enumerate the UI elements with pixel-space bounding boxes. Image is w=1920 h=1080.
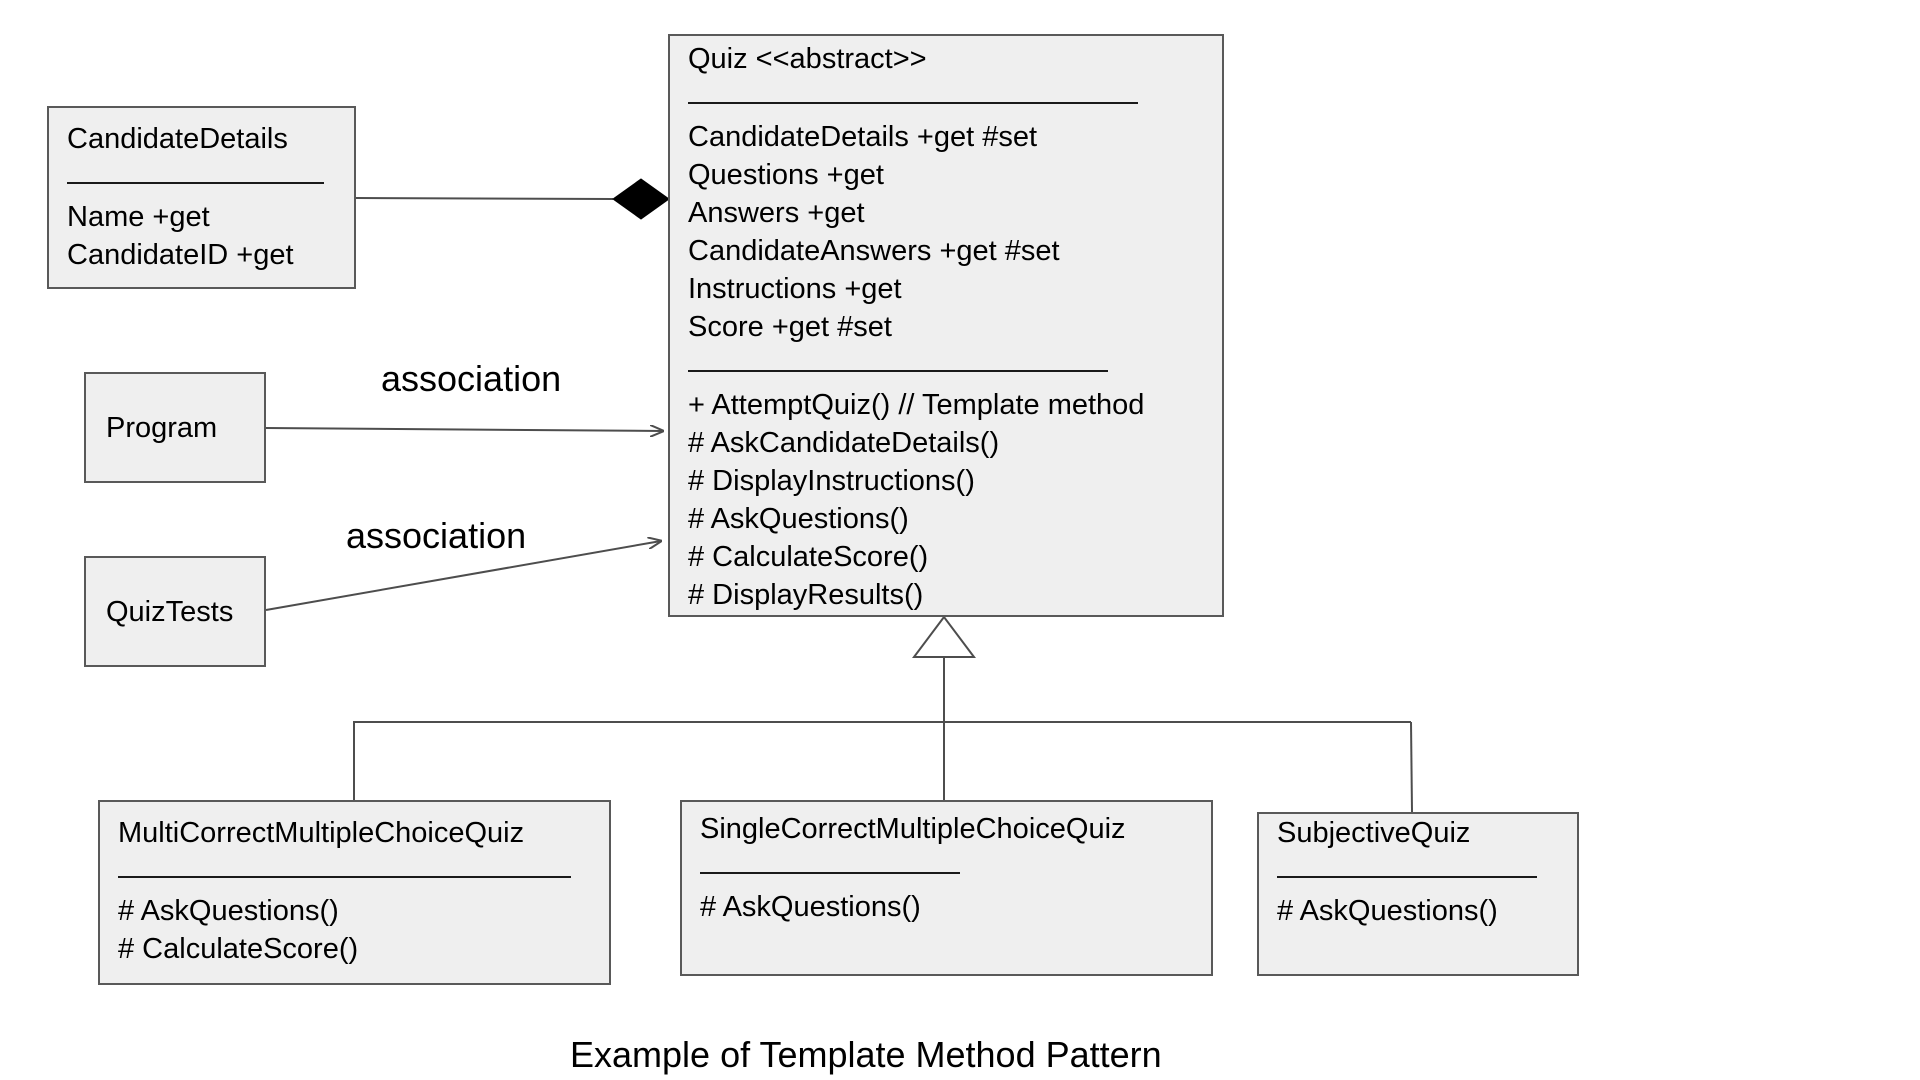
class-method: # AskQuestions() — [688, 503, 909, 535]
class-separator — [67, 182, 324, 184]
class-single-correct-quiz: SingleCorrectMultipleChoiceQuiz # AskQue… — [680, 800, 1213, 976]
class-multi-correct-quiz: MultiCorrectMultipleChoiceQuiz # AskQues… — [98, 800, 611, 985]
class-name: Quiz <<abstract>> — [688, 43, 927, 75]
class-attribute: CandidateAnswers +get #set — [688, 235, 1060, 267]
class-method: # AskQuestions() — [118, 895, 339, 927]
class-separator — [688, 102, 1138, 104]
class-name: SubjectiveQuiz — [1277, 817, 1471, 849]
class-method: # CalculateScore() — [688, 541, 929, 573]
class-name: SingleCorrectMultipleChoiceQuiz — [700, 813, 1126, 845]
class-method: # DisplayResults() — [688, 579, 924, 611]
association-label-program: association — [381, 358, 562, 399]
class-attribute: CandidateDetails +get #set — [688, 121, 1038, 153]
composition-line — [355, 197, 614, 200]
inheritance-triangle-icon — [912, 615, 976, 658]
class-name: CandidateDetails — [67, 123, 288, 155]
class-name: Program — [106, 411, 218, 444]
association-label-quiztests: association — [346, 515, 527, 556]
class-method: # AskQuestions() — [700, 891, 921, 923]
class-separator — [700, 872, 960, 874]
class-name: MultiCorrectMultipleChoiceQuiz — [118, 817, 525, 849]
composition-diamond-icon — [612, 178, 670, 220]
class-method: # AskCandidateDetails() — [688, 427, 1000, 459]
class-program: Program — [84, 372, 266, 483]
class-method: # CalculateScore() — [118, 933, 359, 965]
class-attribute: CandidateID +get — [67, 239, 294, 271]
class-method: # DisplayInstructions() — [688, 465, 975, 497]
class-method: + AttemptQuiz() // Template method — [688, 389, 1145, 421]
diagram-caption: Example of Template Method Pattern — [570, 1034, 1162, 1075]
program-association-arrow — [265, 428, 663, 431]
class-attribute: Answers +get — [688, 197, 865, 229]
class-method: # AskQuestions() — [1277, 895, 1498, 927]
class-candidate-details: CandidateDetails Name +get CandidateID +… — [47, 106, 356, 289]
class-quiz-tests: QuizTests — [84, 556, 266, 667]
class-attribute: Instructions +get — [688, 273, 902, 305]
class-name: QuizTests — [106, 595, 234, 628]
class-separator — [688, 370, 1108, 372]
class-separator — [118, 876, 571, 878]
inheritance-branch-subjective — [1410, 721, 1413, 813]
class-attribute: Questions +get — [688, 159, 884, 191]
quiztests-association-arrow — [265, 541, 661, 611]
class-quiz-abstract: Quiz <<abstract>> CandidateDetails +get … — [668, 34, 1224, 617]
class-attribute: Score +get #set — [688, 311, 892, 343]
class-attribute: Name +get — [67, 201, 210, 233]
class-subjective-quiz: SubjectiveQuiz # AskQuestions() — [1257, 812, 1579, 976]
class-separator — [1277, 876, 1537, 878]
